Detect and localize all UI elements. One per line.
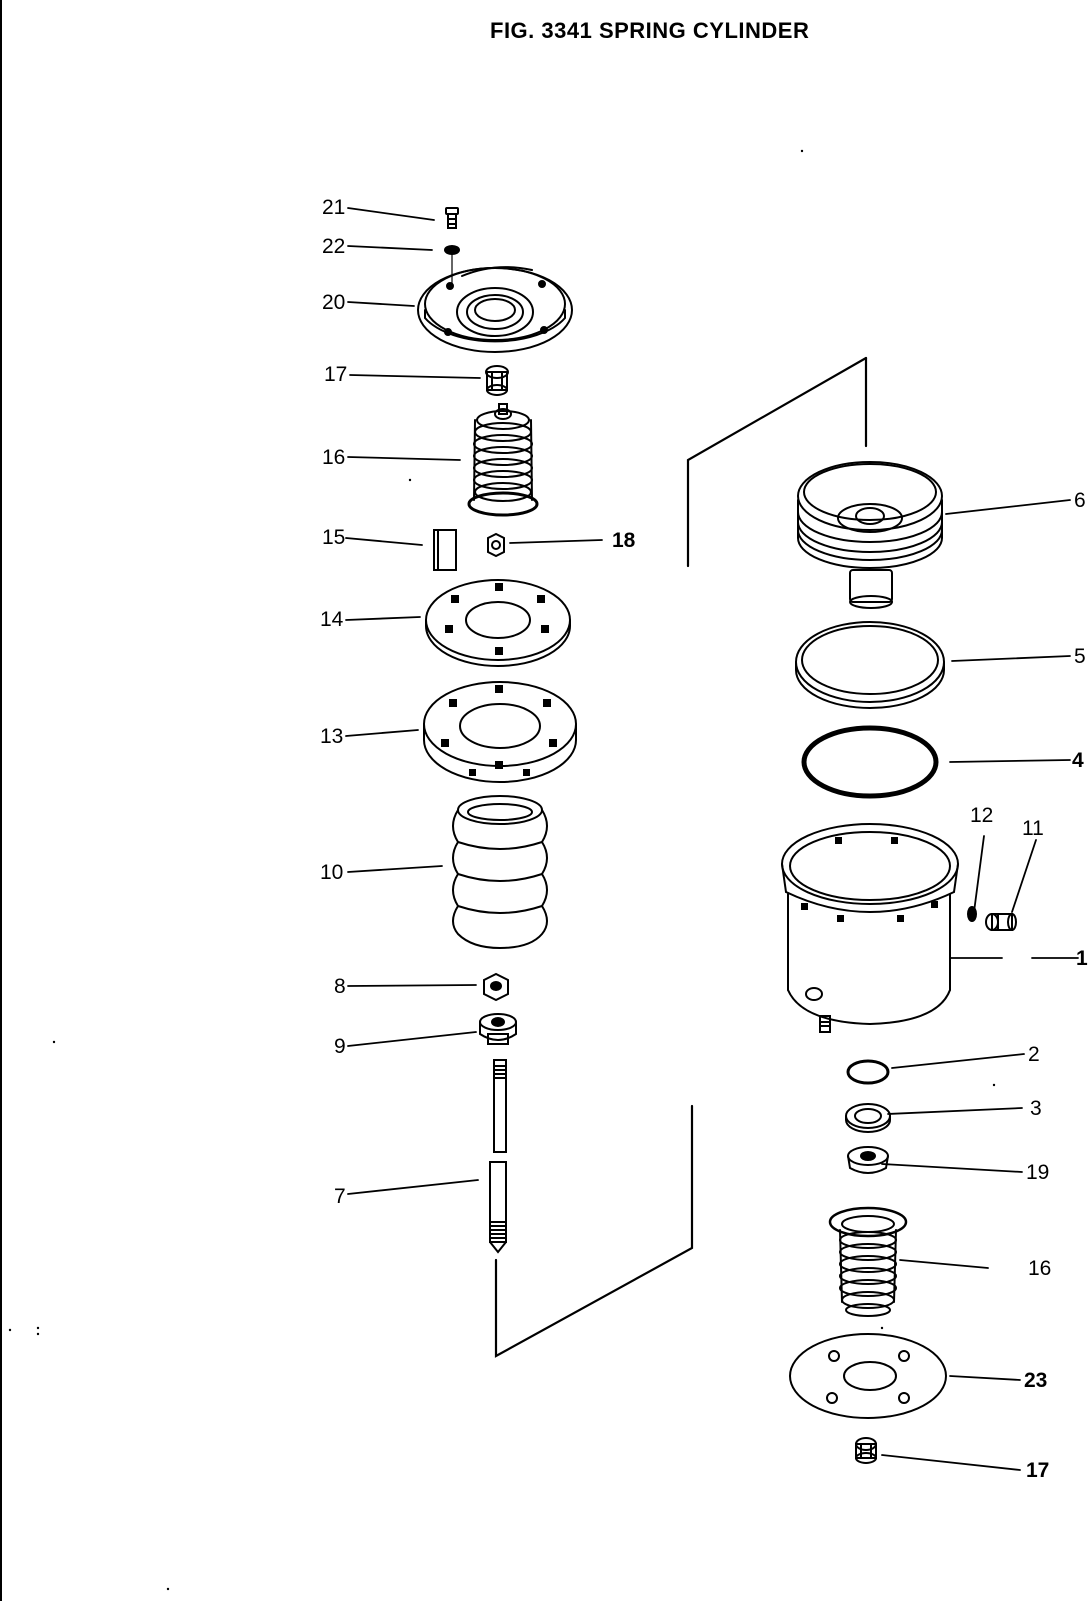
callout-19: 19 xyxy=(1026,1161,1050,1184)
callout-18: 18 xyxy=(612,529,636,552)
part-4-o-ring xyxy=(801,725,939,799)
part-21-bolt xyxy=(445,207,459,229)
callout-1: 1 xyxy=(1076,947,1088,970)
part-1-cylinder-body xyxy=(781,823,959,1033)
callout-6: 6 xyxy=(1074,489,1086,512)
part-16-spring-left xyxy=(467,403,539,517)
callout-7: 7 xyxy=(334,1185,346,1208)
part-14-plate xyxy=(425,579,571,667)
assembly-connector-lines xyxy=(494,356,868,1358)
part-8-nut xyxy=(483,972,509,1002)
callout-21: 21 xyxy=(322,196,346,219)
part-16-spring-right xyxy=(828,1206,908,1317)
part-3-washer xyxy=(845,1103,891,1133)
scan-specks xyxy=(8,149,996,1591)
callout-17-bottom: 17 xyxy=(1026,1459,1050,1482)
leader-lines xyxy=(345,207,1079,1471)
part-13-flange xyxy=(423,681,577,783)
callout-9: 9 xyxy=(334,1035,346,1058)
part-23-plate xyxy=(789,1333,947,1419)
part-20-cover-plate xyxy=(417,266,573,353)
part-11-plug xyxy=(985,913,1017,931)
part-17-nut-bottom xyxy=(855,1437,877,1464)
callout-16-left: 16 xyxy=(322,446,346,469)
callout-8: 8 xyxy=(334,975,346,998)
callout-23: 23 xyxy=(1024,1369,1048,1392)
callout-22: 22 xyxy=(322,235,346,258)
part-18-nut xyxy=(487,532,505,558)
part-22-washer xyxy=(444,245,460,285)
part-6-piston xyxy=(797,461,943,609)
callout-12: 12 xyxy=(970,804,994,827)
callout-2: 2 xyxy=(1028,1043,1040,1066)
callout-10: 10 xyxy=(320,861,344,884)
figure-title: FIG. 3341 SPRING CYLINDER xyxy=(490,18,810,43)
part-19-bushing xyxy=(847,1146,889,1174)
part-17-nut-top xyxy=(485,365,509,396)
part-10-bellows xyxy=(452,795,548,950)
callout-11: 11 xyxy=(1022,817,1044,840)
part-5-ring xyxy=(795,621,945,709)
part-2-o-ring xyxy=(846,1059,890,1085)
callout-3: 3 xyxy=(1030,1097,1042,1120)
part-7-rod xyxy=(489,1059,507,1254)
callout-16-right: 16 xyxy=(1028,1257,1052,1280)
callout-13: 13 xyxy=(320,725,344,748)
part-15-sleeve xyxy=(433,529,457,571)
part-12-washer xyxy=(967,906,977,922)
callout-15: 15 xyxy=(322,526,346,549)
callout-5: 5 xyxy=(1074,645,1086,668)
callout-20: 20 xyxy=(322,291,346,314)
callout-4: 4 xyxy=(1072,749,1084,772)
part-9-bushing xyxy=(479,1013,517,1045)
callout-17-top: 17 xyxy=(324,363,348,386)
callout-14: 14 xyxy=(320,608,344,631)
